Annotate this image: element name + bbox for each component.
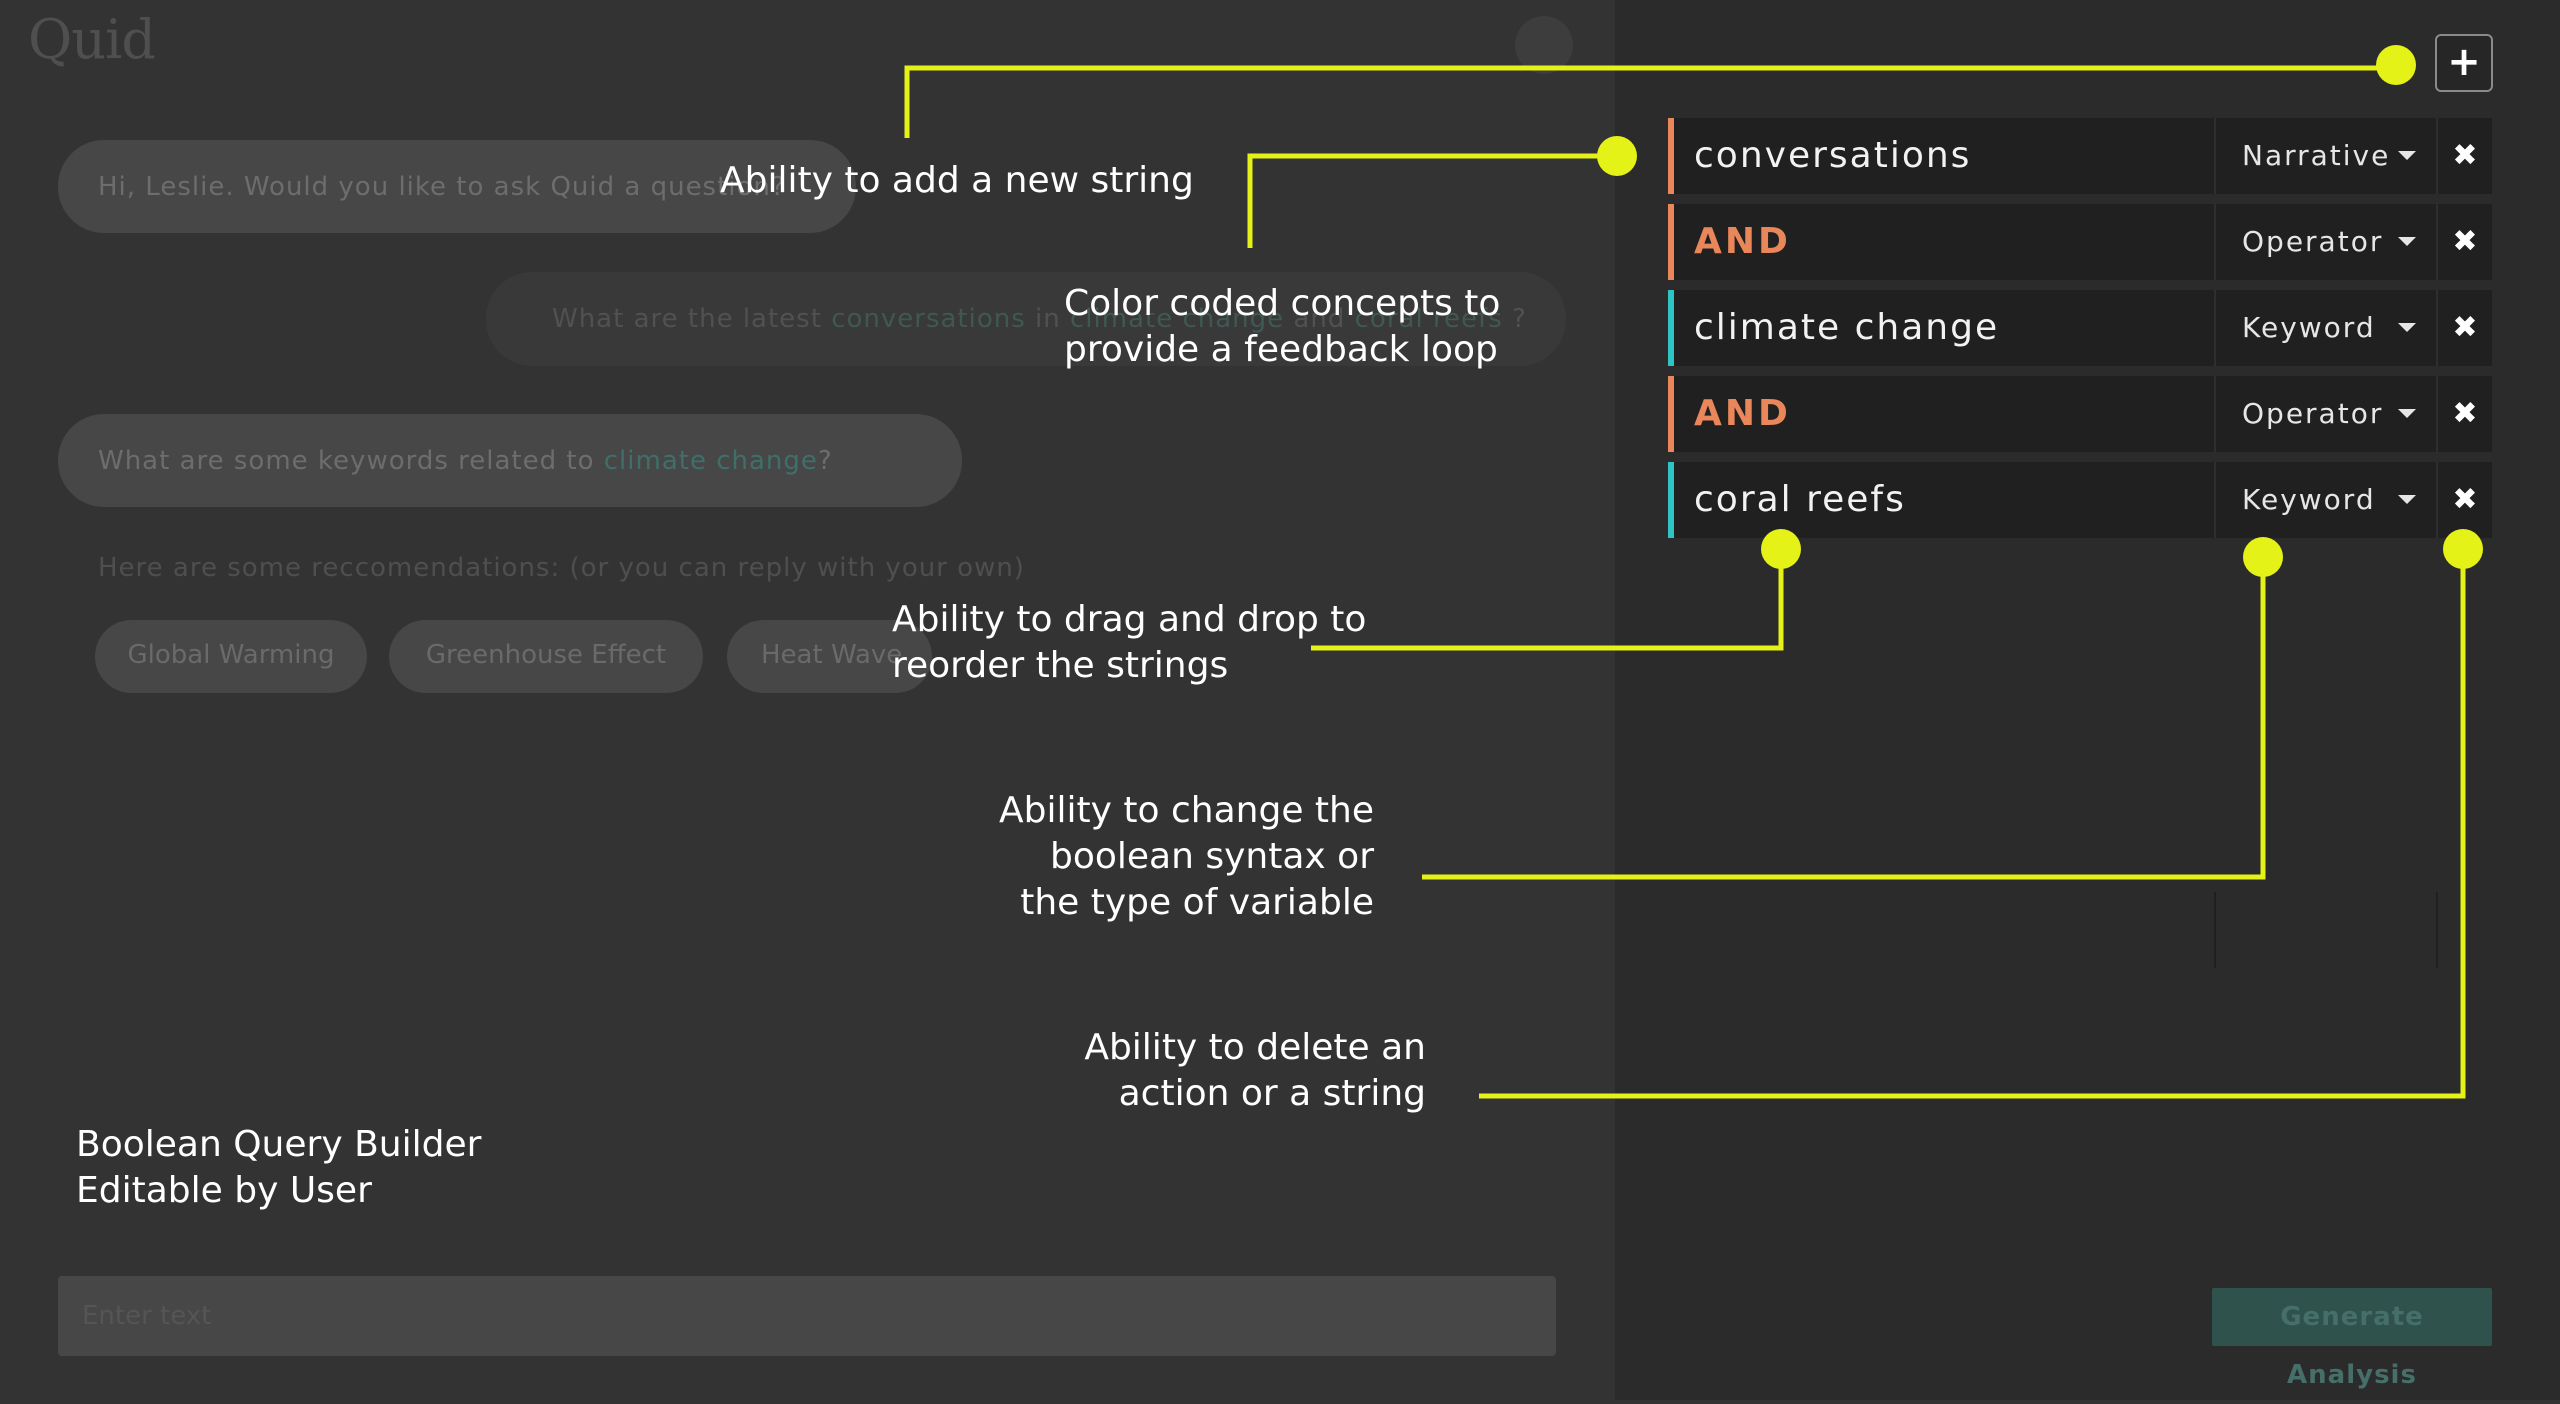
row-divider (2436, 462, 2438, 538)
query-string-row[interactable]: AND Operator ✖ (1668, 376, 2492, 452)
chevron-down-icon[interactable] (2398, 323, 2416, 332)
message-text: What are the latest (552, 304, 832, 334)
callout-line-color (1247, 153, 1617, 248)
chevron-down-icon[interactable] (2398, 409, 2416, 418)
callout-dot-delete (2443, 529, 2483, 569)
message-text: in (1025, 304, 1071, 334)
recommendation-chip[interactable]: Heat Wave (727, 620, 932, 693)
chevron-down-icon[interactable] (2398, 237, 2416, 246)
query-term[interactable]: AND (1694, 221, 1791, 262)
delete-string-button[interactable]: ✖ (2452, 482, 2478, 517)
callout-dot-add (2376, 45, 2416, 85)
annotation-add-string: Ability to add a new string (720, 160, 1194, 201)
annotation-delete: Ability to delete an action or a string (1084, 1025, 1426, 1117)
highlighted-concept: conversations (831, 304, 1026, 334)
concept-color-bar[interactable] (1668, 376, 1674, 452)
delete-string-button[interactable]: ✖ (2452, 224, 2478, 259)
concept-color-bar[interactable] (1668, 204, 1674, 280)
annotation-line: Ability to delete an (1084, 1027, 1426, 1068)
annotation-change-syntax: Ability to change the boolean syntax or … (999, 788, 1374, 926)
query-string-row[interactable]: climate change Keyword ✖ (1668, 290, 2492, 366)
row-divider (2436, 290, 2438, 366)
chat-message-assistant-keywords: What are some keywords related to climat… (58, 414, 962, 507)
type-select[interactable]: Keyword (2242, 483, 2376, 516)
row-divider (2214, 118, 2216, 194)
annotation-line: reorder the strings (892, 645, 1229, 686)
chevron-down-icon[interactable] (2398, 151, 2416, 160)
type-select[interactable]: Operator (2242, 397, 2384, 430)
row-divider (2214, 204, 2216, 280)
callout-line-syntax (1422, 557, 2266, 880)
query-string-row[interactable]: conversations Narrative ✖ (1668, 118, 2492, 194)
chat-message-assistant-greeting: Hi, Leslie. Would you like to ask Quid a… (58, 140, 856, 233)
row-divider (2214, 376, 2216, 452)
recommendation-chip[interactable]: Global Warming (95, 620, 367, 693)
highlighted-concept: coral reefs (1354, 304, 1503, 334)
chat-input[interactable] (58, 1276, 1556, 1356)
annotation-line: Boolean Query Builder (76, 1124, 482, 1165)
message-text: Hi, Leslie. Would you like to ask Quid a… (98, 172, 786, 202)
message-text: and (1284, 304, 1355, 334)
concept-color-bar[interactable] (1668, 290, 1674, 366)
highlighted-concept: climate change (1070, 304, 1285, 334)
chat-message-user-question: What are the latest conversations in cli… (486, 272, 1566, 366)
annotation-drag-drop: Ability to drag and drop to reorder the … (892, 597, 1366, 689)
delete-string-button[interactable]: ✖ (2452, 138, 2478, 173)
row-divider (2436, 376, 2438, 452)
annotation-line: Color coded concepts to (1064, 283, 1501, 324)
annotation-line: boolean syntax or (1050, 836, 1374, 877)
type-select[interactable]: Narrative (2242, 139, 2391, 172)
type-select[interactable]: Keyword (2242, 311, 2376, 344)
delete-string-button[interactable]: ✖ (2452, 396, 2478, 431)
query-term[interactable]: coral reefs (1694, 479, 1906, 520)
row-divider (2436, 204, 2438, 280)
empty-row-divider (2436, 892, 2438, 968)
annotation-caption: Boolean Query Builder Editable by User (76, 1122, 481, 1214)
annotation-line: the type of variable (1020, 882, 1374, 923)
callout-line-delete (1479, 549, 2466, 1099)
concept-color-bar[interactable] (1668, 462, 1674, 538)
annotation-line: provide a feedback loop (1064, 329, 1498, 370)
generate-analysis-button[interactable]: Generate Analysis (2212, 1288, 2492, 1390)
row-divider (2436, 118, 2438, 194)
highlighted-concept: climate change (603, 446, 818, 476)
annotation-line: Ability to change the (999, 790, 1374, 831)
message-text: What are some keywords related to (98, 446, 604, 476)
query-string-row[interactable]: coral reefs Keyword ✖ (1668, 462, 2492, 538)
callout-line-add (904, 65, 2396, 138)
empty-row-divider (2214, 892, 2216, 968)
annotation-line: action or a string (1118, 1073, 1426, 1114)
callout-line-drag (1311, 549, 1784, 651)
recommendations-label: Here are some reccomendations: (or you c… (98, 553, 1025, 583)
callout-dot-syntax (2243, 537, 2283, 577)
annotation-line: Editable by User (76, 1170, 372, 1211)
quid-logo: Quid (28, 8, 156, 71)
chat-pane: Quid Hi, Leslie. Would you like to ask Q… (28, 8, 1573, 1356)
query-term[interactable]: climate change (1694, 307, 2000, 348)
concept-color-bar[interactable] (1668, 118, 1674, 194)
annotation-color-coded: Color coded concepts to provide a feedba… (1064, 281, 1500, 373)
avatar[interactable] (1515, 16, 1573, 74)
query-term[interactable]: conversations (1694, 135, 1972, 176)
row-divider (2214, 290, 2216, 366)
chevron-down-icon[interactable] (2398, 495, 2416, 504)
row-divider (2214, 462, 2216, 538)
add-string-button[interactable]: + (2435, 34, 2493, 92)
message-text: ? (1502, 304, 1527, 334)
query-term[interactable]: AND (1694, 393, 1791, 434)
callout-dot-drag (1761, 529, 1801, 569)
callout-dot-color (1597, 136, 1637, 176)
message-text: ? (817, 446, 833, 476)
recommendation-chip[interactable]: Greenhouse Effect (389, 620, 703, 693)
type-select[interactable]: Operator (2242, 225, 2384, 258)
delete-string-button[interactable]: ✖ (2452, 310, 2478, 345)
annotation-line: Ability to drag and drop to (892, 599, 1367, 640)
query-string-row[interactable]: AND Operator ✖ (1668, 204, 2492, 280)
